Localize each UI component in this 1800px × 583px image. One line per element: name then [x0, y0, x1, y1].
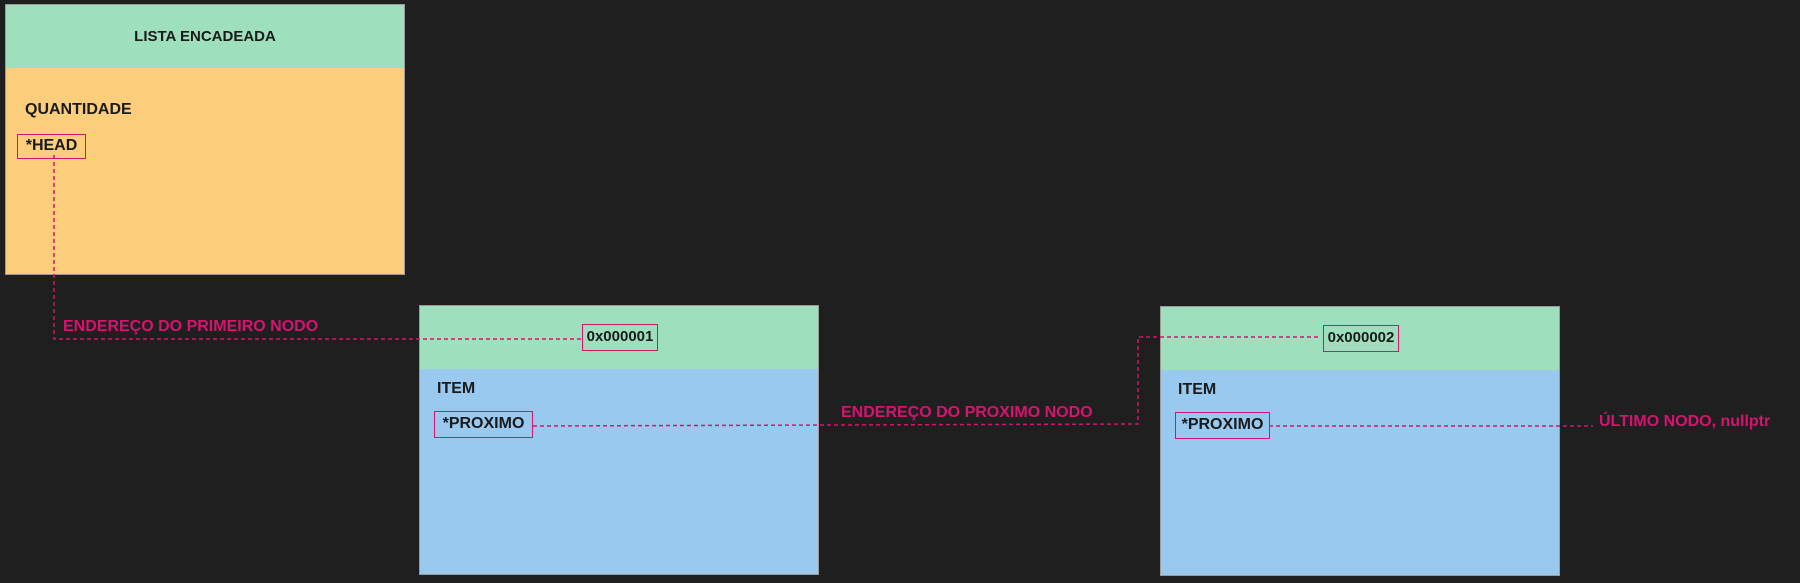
node-2-item-field: ITEM — [1178, 381, 1217, 398]
head-pointer-field: *HEAD — [17, 134, 86, 159]
node-2: 0x000002 ITEM *PROXIMO — [1160, 306, 1560, 576]
last-node-annotation: ÚLTIMO NODO, nullptr — [1599, 413, 1771, 430]
node-2-address: 0x000002 — [1323, 325, 1399, 352]
node-1-header: 0x000001 — [420, 306, 818, 370]
node-2-body: ITEM *PROXIMO — [1161, 370, 1559, 575]
linked-list-struct: LISTA ENCADEADA QUANTIDADE *HEAD — [5, 4, 405, 275]
first-node-address-annotation: ENDEREÇO DO PRIMEIRO NODO — [63, 318, 319, 335]
linked-list-title: LISTA ENCADEADA — [134, 28, 276, 45]
head-to-node-1-link — [53, 155, 581, 340]
node-1-item-field: ITEM — [437, 380, 476, 397]
node-1-to-node-2-link — [532, 336, 1321, 427]
node-1: 0x000001 ITEM *PROXIMO — [419, 305, 819, 575]
node-2-header: 0x000002 — [1161, 307, 1559, 371]
next-node-address-annotation: ENDEREÇO DO PROXIMO NODO — [841, 404, 1093, 421]
quantity-field: QUANTIDADE — [25, 101, 132, 118]
linked-list-body: QUANTIDADE *HEAD — [6, 68, 404, 274]
node-1-address: 0x000001 — [582, 324, 658, 351]
node-1-body: ITEM *PROXIMO — [420, 369, 818, 574]
node-1-next-pointer-field: *PROXIMO — [434, 411, 533, 438]
